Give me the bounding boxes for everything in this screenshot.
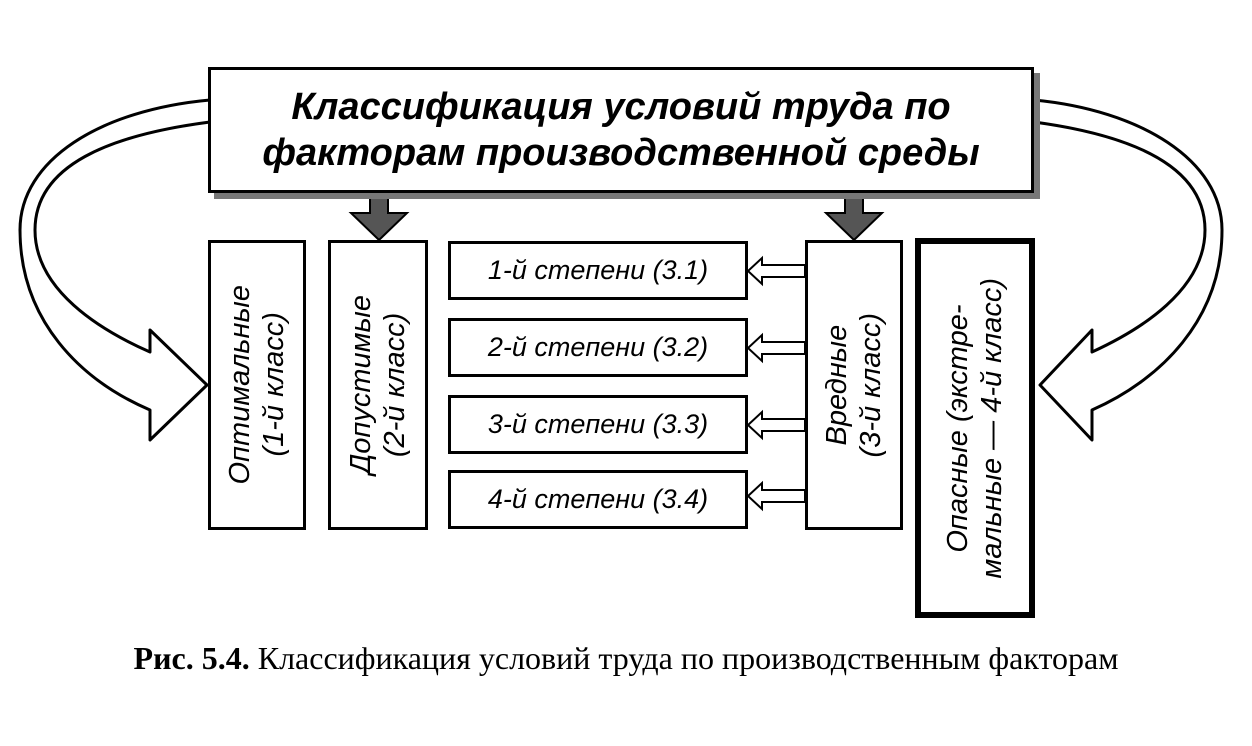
degree-arrow-3 bbox=[746, 409, 806, 441]
figure-caption-label: Рис. 5.4. bbox=[133, 640, 250, 676]
figure-caption-text: Классификация условий труда по производс… bbox=[249, 640, 1119, 676]
degree-box-4: 4-й степени (3.4) bbox=[448, 470, 748, 529]
class-harmful-line-2: (3-й класс) bbox=[855, 312, 887, 458]
figure-caption: Рис. 5.4. Классификация условий труда по… bbox=[0, 640, 1252, 677]
curved-arrow-left bbox=[18, 98, 212, 442]
class-dangerous-box: Опасные (экстре- мальные — 4-й класс) bbox=[915, 238, 1035, 618]
class-permissible-label: Допустимые (2-й класс) bbox=[344, 295, 412, 474]
class-optimal-line-2: (1-й класс) bbox=[258, 312, 290, 458]
class-dangerous-label: Опасные (экстре- мальные — 4-й класс) bbox=[941, 278, 1009, 579]
class-optimal-box: Оптимальные (1-й класс) bbox=[208, 240, 306, 530]
degree-box-1: 1-й степени (3.1) bbox=[448, 241, 748, 300]
class-optimal-line-1: Оптимальные bbox=[224, 285, 256, 485]
down-arrow-harmful bbox=[823, 192, 885, 242]
degree-label-2: 2-й степени (3.2) bbox=[487, 332, 709, 362]
degree-label-3: 3-й степени (3.3) bbox=[487, 409, 709, 439]
degree-arrow-2 bbox=[746, 332, 806, 364]
degree-label-1: 1-й степени (3.1) bbox=[487, 255, 709, 285]
header-title-line-1: Классификация условий труда по bbox=[291, 86, 951, 128]
degree-arrow-1 bbox=[746, 255, 806, 287]
class-harmful-label: Вредные (3-й класс) bbox=[820, 313, 888, 457]
class-dangerous-line-2: мальные — 4-й класс) bbox=[976, 277, 1008, 579]
class-permissible-line-1: Допустимые bbox=[345, 295, 377, 475]
class-harmful-box: Вредные (3-й класс) bbox=[805, 240, 903, 530]
degree-arrow-4 bbox=[746, 480, 806, 512]
class-permissible-line-2: (2-й класс) bbox=[379, 312, 411, 458]
degree-box-3: 3-й степени (3.3) bbox=[448, 395, 748, 454]
class-harmful-line-1: Вредные bbox=[821, 324, 853, 446]
down-arrow-permissible bbox=[348, 192, 410, 242]
class-optimal-label: Оптимальные (1-й класс) bbox=[223, 285, 291, 485]
class-dangerous-line-1: Опасные (экстре- bbox=[942, 303, 974, 553]
header-title-line-2: факторам производственной среды bbox=[262, 132, 980, 174]
class-permissible-box: Допустимые (2-й класс) bbox=[328, 240, 428, 530]
degree-box-2: 2-й степени (3.2) bbox=[448, 318, 748, 377]
degree-label-4: 4-й степени (3.4) bbox=[487, 484, 709, 514]
header-box: Классификация условий труда по факторам … bbox=[208, 67, 1034, 193]
curved-arrow-right bbox=[1032, 98, 1224, 442]
